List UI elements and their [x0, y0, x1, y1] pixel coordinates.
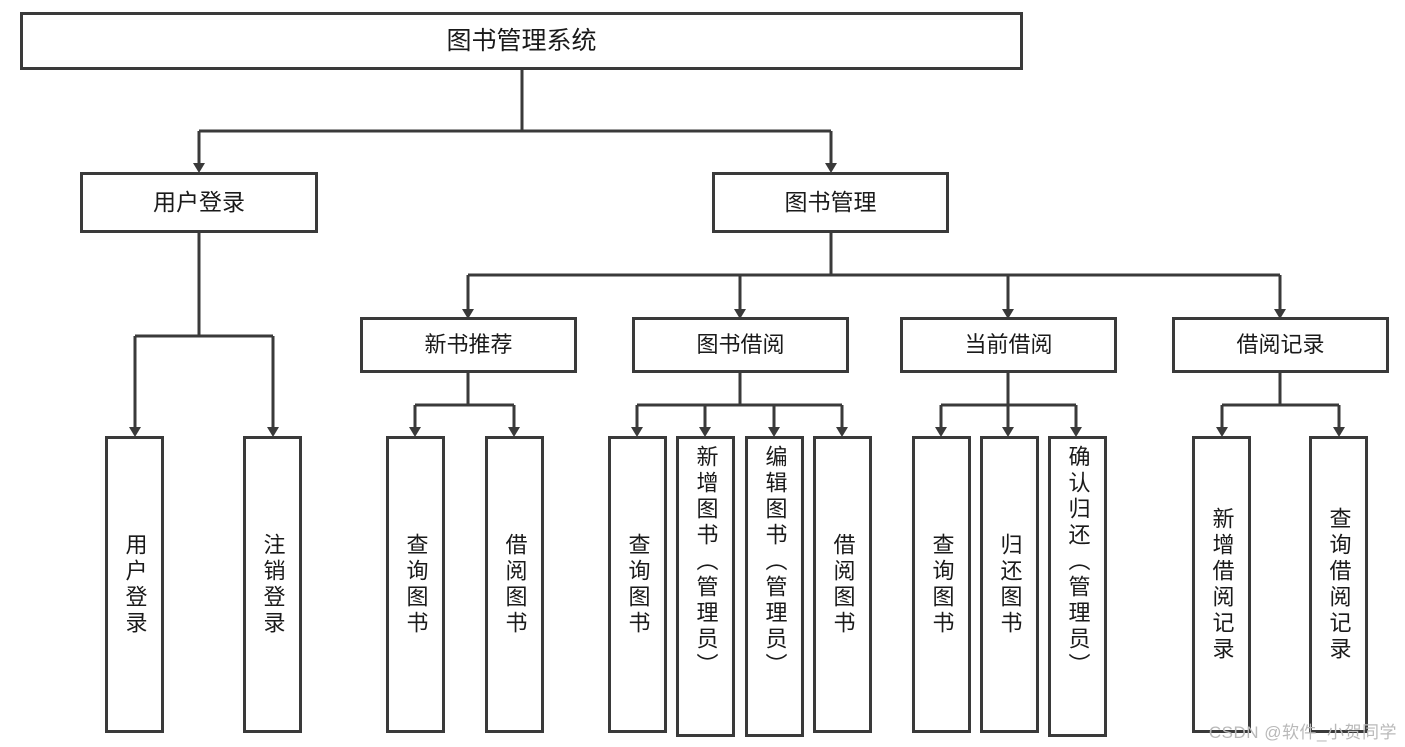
node-book-borrow-label: 图书借阅 — [696, 332, 785, 358]
leaf-label: 查询图书 — [929, 532, 955, 637]
node-borrow-record-label: 借阅记录 — [1236, 332, 1325, 358]
leaf-borrow-add-book[interactable]: 新增图书（管理员） — [676, 436, 735, 737]
node-root-label: 图书管理系统 — [446, 26, 597, 55]
leaf-inner: 归还图书 — [983, 439, 1036, 730]
leaf-inner: 确认归还（管理员） — [1051, 439, 1104, 740]
leaf-label: 用户登录 — [122, 532, 148, 637]
leaf-new-book-query[interactable]: 查询图书 — [386, 436, 445, 733]
leaf-label: 新增图书（管理员） — [693, 445, 719, 679]
leaf-label: 查询图书 — [625, 532, 651, 637]
csdn-watermark: CSDN @软件_小贺同学 — [1208, 723, 1397, 742]
leaf-inner: 借阅图书 — [816, 439, 869, 730]
leaf-new-book-borrow[interactable]: 借阅图书 — [485, 436, 544, 733]
leaf-inner: 新增图书（管理员） — [679, 439, 732, 740]
node-new-book-recommend[interactable]: 新书推荐 — [360, 317, 577, 373]
leaf-borrow-borrow-book[interactable]: 借阅图书 — [813, 436, 872, 733]
leaf-inner: 查询图书 — [611, 439, 664, 730]
node-book-management[interactable]: 图书管理 — [712, 172, 949, 233]
node-book-borrow[interactable]: 图书借阅 — [632, 317, 849, 373]
leaf-inner: 编辑图书（管理员） — [748, 439, 801, 740]
node-book-management-label: 图书管理 — [784, 189, 877, 216]
leaf-record-query[interactable]: 查询借阅记录 — [1309, 436, 1368, 733]
leaf-inner: 查询图书 — [389, 439, 442, 730]
node-new-book-recommend-label: 新书推荐 — [424, 332, 513, 358]
leaf-label: 新增借阅记录 — [1209, 506, 1235, 663]
leaf-inner: 借阅图书 — [488, 439, 541, 730]
leaf-current-return-book[interactable]: 归还图书 — [980, 436, 1039, 733]
node-user-login-label: 用户登录 — [153, 189, 245, 216]
leaf-current-confirm-return[interactable]: 确认归还（管理员） — [1048, 436, 1107, 737]
node-current-borrow[interactable]: 当前借阅 — [900, 317, 1117, 373]
leaf-inner: 查询图书 — [915, 439, 968, 730]
leaf-inner: 注销登录 — [246, 439, 299, 730]
leaf-borrow-query-book[interactable]: 查询图书 — [608, 436, 667, 733]
leaf-current-query-book[interactable]: 查询图书 — [912, 436, 971, 733]
leaf-inner: 新增借阅记录 — [1195, 439, 1248, 730]
node-borrow-record[interactable]: 借阅记录 — [1172, 317, 1389, 373]
leaf-borrow-edit-book[interactable]: 编辑图书（管理员） — [745, 436, 804, 737]
leaf-inner: 查询借阅记录 — [1312, 439, 1365, 730]
leaf-label: 查询借阅记录 — [1326, 506, 1352, 663]
node-user-login[interactable]: 用户登录 — [80, 172, 318, 233]
leaf-user-login-logout[interactable]: 注销登录 — [243, 436, 302, 733]
leaf-record-add[interactable]: 新增借阅记录 — [1192, 436, 1251, 733]
leaf-label: 查询图书 — [403, 532, 429, 637]
leaf-label: 编辑图书（管理员） — [762, 445, 788, 679]
leaf-label: 注销登录 — [260, 532, 286, 637]
leaf-label: 借阅图书 — [830, 532, 856, 637]
leaf-user-login-login[interactable]: 用户登录 — [105, 436, 164, 733]
node-root[interactable]: 图书管理系统 — [20, 12, 1023, 70]
leaf-label: 确认归还（管理员） — [1065, 445, 1091, 679]
leaf-inner: 用户登录 — [108, 439, 161, 730]
node-current-borrow-label: 当前借阅 — [964, 332, 1053, 358]
leaf-label: 归还图书 — [997, 532, 1023, 637]
leaf-label: 借阅图书 — [502, 532, 528, 637]
